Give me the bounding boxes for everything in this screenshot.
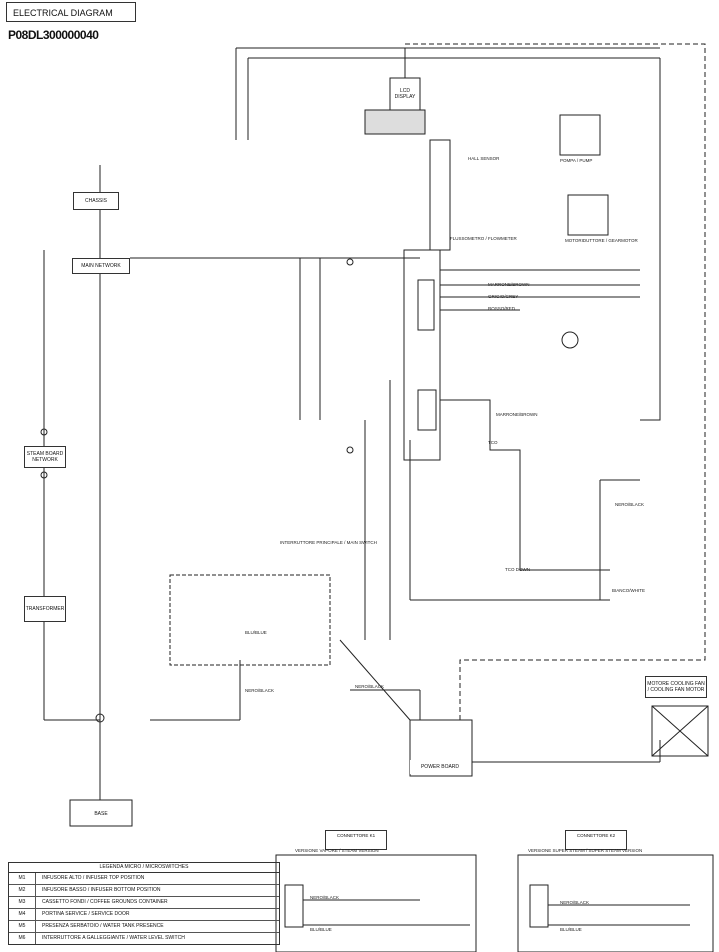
legend-row: M2 INFUSORE BASSO / INFUSER BOTTOM POSITI… — [9, 885, 279, 897]
gearmotor-label: MOTORIDUTTORE / GEARMOTOR — [565, 238, 638, 243]
wire-label-blue: BLU/BLUE — [245, 630, 267, 635]
ground-symbol — [95, 713, 105, 723]
wire-label-brown: MARRONE/BROWN — [488, 282, 530, 287]
steam-board-box: STEAM BOARD NETWORK — [24, 446, 66, 468]
diagram-code: P08DL300000040 — [8, 28, 99, 42]
super-steam-wire-blue: BLU/BLUE — [560, 927, 582, 932]
legend-row: M3 CASSETTO FONDI / COFFEE GROUNDS CONTAI… — [9, 897, 279, 909]
legend-code: M1 — [9, 873, 36, 884]
steam-wire-blue: BLU/BLUE — [310, 927, 332, 932]
wire-label-red: ROSSO/RED — [488, 306, 516, 311]
cpu-connectors — [429, 139, 451, 251]
tco-down-label: TCO DOWN — [505, 567, 530, 572]
wire — [640, 58, 661, 421]
power-board-label: POWER BOARD — [410, 760, 470, 774]
flowmeter-label: FLUSSOMETRO / FLOWMETER — [450, 236, 517, 241]
steam-version-title: VERSIONE VAPORE / STEAM VERSION — [295, 848, 379, 853]
connector-k1 — [284, 884, 304, 928]
main-switch-label: INTERRUTTORE PRINCIPALE / MAIN SWITCH — [280, 540, 377, 545]
super-steam-wire-black: NERO/BLACK — [560, 900, 590, 905]
wire — [339, 639, 411, 721]
legend-desc: PRESENZA SERBATOIO / WATER TANK PRESENCE — [42, 923, 164, 929]
ground-wire — [405, 43, 706, 720]
legend-code: M4 — [9, 909, 36, 920]
board-connector-2 — [417, 389, 437, 431]
transformer-box: TRANSFORMER — [24, 596, 66, 622]
display-connector — [364, 109, 426, 135]
ground-symbol — [346, 258, 354, 266]
base-box — [69, 799, 133, 827]
legend-desc: CASSETTO FONDI / COFFEE GROUNDS CONTAINE… — [42, 899, 168, 905]
legend-code: M3 — [9, 897, 36, 908]
ground-symbol — [346, 446, 354, 454]
steam-wire-black: NERO/BLACK — [310, 895, 340, 900]
legend-desc: INTERRUTTORE A GALLEGGIANTE / WATER LEVE… — [42, 935, 185, 941]
wire-label-black: NERO/BLACK — [615, 502, 645, 507]
steam-version-box — [275, 854, 477, 952]
wire-label-black-2: NERO/BLACK — [245, 688, 275, 693]
base-label: BASE — [72, 806, 130, 822]
legend-row: M5 PRESENZA SERBATOIO / WATER TANK PRESEN… — [9, 921, 279, 933]
legend-code: M6 — [9, 933, 36, 944]
super-steam-version-box — [517, 854, 714, 952]
fan-box — [651, 705, 709, 757]
wire-label-grey: GRIGIO/GREY — [488, 294, 519, 299]
main-board-outline — [403, 249, 441, 461]
power-board — [409, 719, 473, 777]
pump-box — [559, 114, 601, 156]
diagram-title: ELECTRICAL DIAGRAM — [6, 2, 136, 22]
steam-connector-title: CONNETTORE K1 — [325, 830, 387, 850]
tco-label: TCO — [488, 440, 498, 445]
connector-k2 — [529, 884, 549, 928]
super-steam-connector-title: CONNETTORE K2 — [565, 830, 627, 850]
hall-sensor-label: HALL SENSOR — [468, 156, 500, 161]
legend-title: LEGENDA MICRO / MICROSWITCHES — [9, 863, 279, 873]
legend-row: M4 PORTINA SERVICE / SERVICE DOOR — [9, 909, 279, 921]
main-network-box: MAIN NETWORK — [72, 258, 130, 274]
display-label: LCD DISPLAY — [391, 84, 419, 104]
motor-circle — [561, 331, 579, 349]
board-connector — [417, 279, 435, 331]
gearmotor-box — [567, 194, 609, 236]
legend-code: M2 — [9, 885, 36, 896]
legend-row: M1 INFUSORE ALTO / INFUSER TOP POSITION — [9, 873, 279, 885]
legend-desc: INFUSORE ALTO / INFUSER TOP POSITION — [42, 875, 145, 881]
fan-label-box: MOTORE COOLING FAN / COOLING FAN MOTOR — [645, 676, 707, 698]
transformer-area — [169, 574, 331, 666]
ground-symbol — [40, 428, 48, 436]
legend-row: M6 INTERRUTTORE A GALLEGGIANTE / WATER LE… — [9, 933, 279, 944]
wire-label-brown-2: MARRONE/BROWN — [496, 412, 538, 417]
legend-desc: PORTINA SERVICE / SERVICE DOOR — [42, 911, 130, 917]
wire-label-black-3: NERO/BLACK — [355, 684, 385, 689]
super-steam-version-title: VERSIONE SUPER STEAM / SUPER STEAM VERSI… — [528, 848, 643, 853]
wire-heater — [440, 399, 610, 571]
legend-code: M5 — [9, 921, 36, 932]
legend-desc: INFUSORE BASSO / INFUSER BOTTOM POSITION — [42, 887, 161, 893]
chassis-box: CHASSIS — [73, 192, 119, 210]
fan-cross — [651, 705, 709, 757]
ground-symbol — [40, 471, 48, 479]
pump-label: POMPA / PUMP — [560, 158, 593, 163]
wire-label-white: BIANCO/WHITE — [612, 588, 646, 593]
